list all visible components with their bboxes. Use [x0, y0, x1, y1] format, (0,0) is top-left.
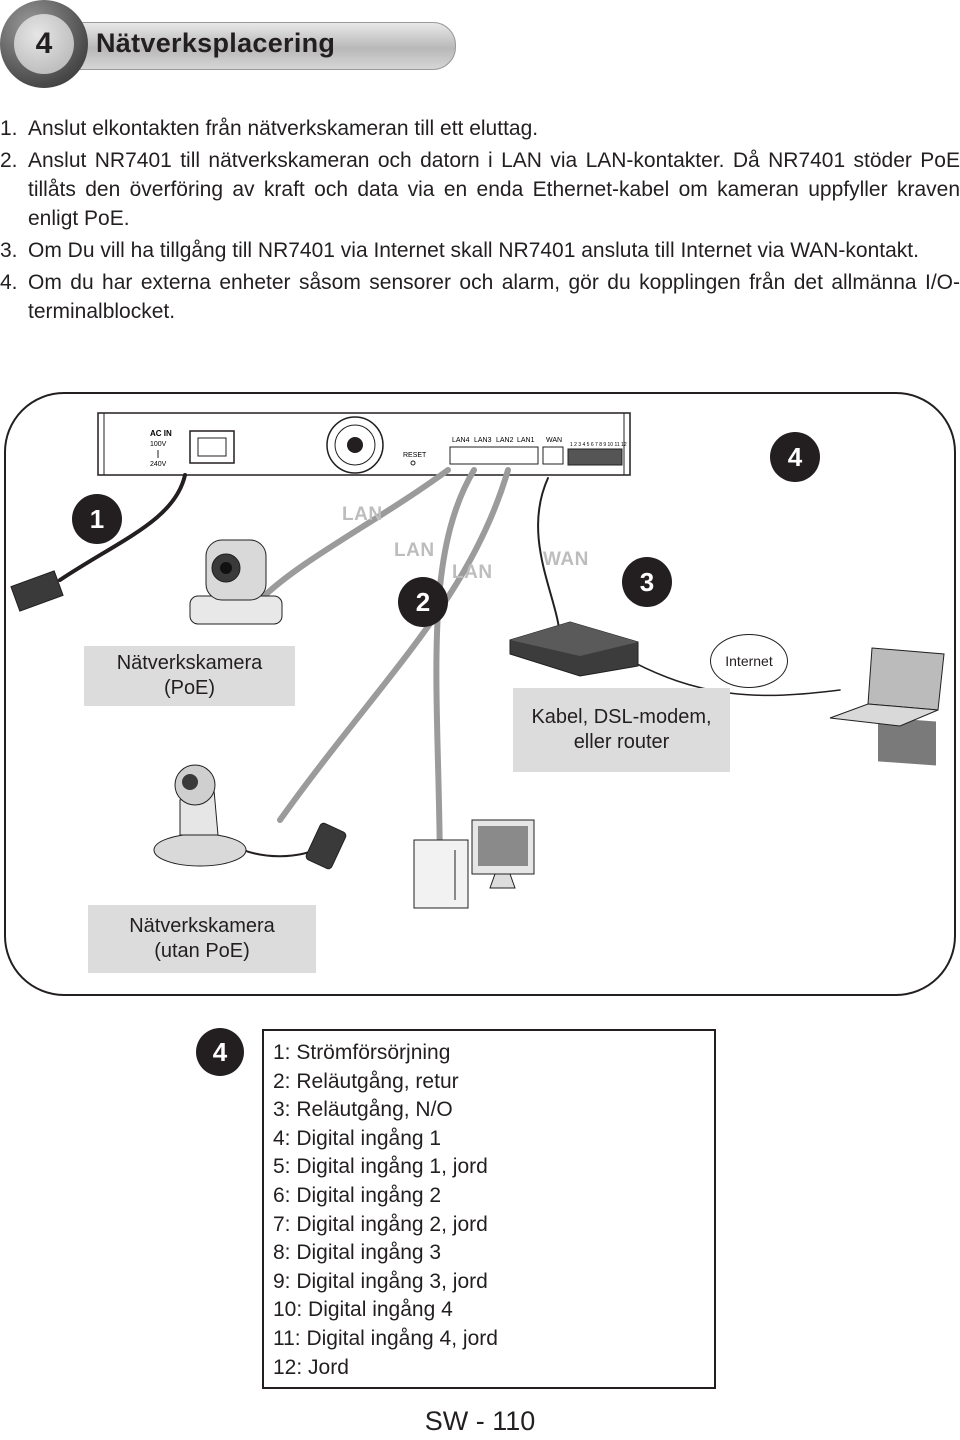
- laptop-icon: [829, 647, 945, 766]
- v100-label: 100V: [150, 441, 167, 448]
- io-terminal-legend: 1: Strömförsörjning 2: Reläutgång, retur…: [262, 1029, 716, 1389]
- ac-in-label: AC IN: [150, 429, 172, 438]
- lan2-label: LAN2: [496, 437, 514, 444]
- step-number: 1.: [0, 117, 18, 140]
- step-number: 2.: [0, 149, 18, 172]
- label-camera-no-poe: Nätverkskamera (utan PoE): [88, 905, 316, 973]
- lan4-label: LAN4: [452, 437, 470, 444]
- modem-router-icon: [509, 621, 639, 677]
- callout-4: 4: [770, 432, 820, 482]
- lan-ports: [449, 446, 539, 465]
- lan-cable-camera2: [277, 467, 511, 823]
- legend-item: 10: Digital ingång 4: [273, 1298, 453, 1322]
- internet-cable: [619, 654, 841, 697]
- label-line: (utan PoE): [154, 940, 250, 962]
- header-bar: [40, 22, 456, 70]
- legend-item: 3: Reläutgång, N/O: [273, 1098, 453, 1122]
- label-modem: Kabel, DSL-modem, eller router: [513, 688, 730, 772]
- legend-item: 9: Digital ingång 3, jord: [273, 1269, 488, 1293]
- poe-camera-icon: [189, 539, 283, 625]
- power-adapter-icon: [305, 822, 347, 870]
- non-poe-camera-icon: [153, 764, 247, 867]
- legend-item: 8: Digital ingång 3: [273, 1241, 442, 1265]
- label-camera-poe: Nätverkskamera (PoE): [84, 646, 295, 706]
- legend-item: 4: Digital ingång 1: [273, 1126, 442, 1150]
- page-number: SW - 110: [424, 1406, 536, 1436]
- section-header: 4 Nätverksplacering: [0, 0, 460, 90]
- nvr-rear-panel: AC IN 100V 240V RESET LAN4 LAN3 LAN2 LAN…: [97, 412, 631, 476]
- page-title: Nätverksplacering: [96, 28, 336, 58]
- lan1-label: LAN1: [517, 437, 535, 444]
- wan-cable: [537, 477, 561, 641]
- terminal-numbers: 1 2 3 4 5 6 7 8 9 10 11 12: [570, 442, 627, 448]
- cable-label-lan: LAN: [394, 540, 435, 561]
- legend-item: 7: Digital ingång 2, jord: [273, 1212, 488, 1236]
- lan-cable-pc: [433, 467, 477, 883]
- legend-item: 1: Strömförsörjning: [273, 1041, 451, 1064]
- desktop-pc-icon: [413, 819, 535, 909]
- label-line: Nätverkskamera: [129, 915, 275, 937]
- step-1: 1. Anslut elkontakten från nätverkskamera…: [0, 114, 960, 143]
- legend-item: 11: Digital ingång 4, jord: [273, 1326, 498, 1350]
- step-4: 4. Om du har externa enheter såsom sensor…: [0, 268, 960, 326]
- cable-label-lan: LAN: [452, 562, 493, 583]
- reset-label: RESET: [403, 452, 427, 459]
- legend-item: 2: Reläutgång, retur: [273, 1069, 459, 1093]
- step-text: Anslut elkontakten från nätverkskameran …: [28, 117, 539, 140]
- step-3: 3. Om Du vill ha tillgång till NR7401 via…: [0, 236, 960, 265]
- step-2: 2. Anslut NR7401 till nätverkskameran och…: [0, 146, 960, 233]
- network-diagram: AC IN 100V 240V RESET LAN4 LAN3 LAN2 LAN…: [10, 412, 945, 909]
- instruction-steps: 1. Anslut elkontakten från nätverkskamera…: [0, 114, 960, 329]
- section-number-disc: 4: [0, 0, 88, 88]
- callout-3: 3: [622, 557, 672, 607]
- lan-cable-camera: [257, 467, 451, 603]
- label-line: eller router: [573, 731, 670, 753]
- step-number: 4.: [0, 271, 18, 294]
- lan3-label: LAN3: [474, 437, 492, 444]
- power-plug-icon: [10, 570, 64, 612]
- step-text: Anslut NR7401 till nätverkskameran och d…: [28, 149, 960, 230]
- legend-item: 12: Jord: [273, 1355, 349, 1379]
- cable-label-wan: WAN: [543, 549, 589, 570]
- callout-2: 2: [398, 577, 448, 627]
- internet-cloud: Internet: [710, 634, 788, 688]
- io-terminal-block: [567, 448, 623, 466]
- v240-label: 240V: [150, 461, 167, 468]
- cable-label-lan: LAN: [342, 504, 383, 525]
- step-text: Om Du vill ha tillgång till NR7401 via I…: [28, 239, 919, 262]
- label-line: Kabel, DSL-modem,: [531, 706, 712, 728]
- step-number: 3.: [0, 239, 18, 262]
- power-socket-icon: [189, 430, 235, 464]
- wan-port: [542, 446, 564, 465]
- legend-item: 5: Digital ingång 1, jord: [273, 1155, 488, 1179]
- network-diagram-frame: [4, 392, 956, 996]
- cables: [10, 467, 841, 883]
- label-line: (PoE): [163, 677, 216, 699]
- legend-item: 6: Digital ingång 2: [273, 1183, 442, 1207]
- callout-1: 1: [72, 494, 122, 544]
- section-number: 4: [14, 14, 74, 74]
- legend-badge: 4: [196, 1028, 244, 1076]
- step-text: Om du har externa enheter såsom sensorer…: [28, 271, 960, 323]
- wan-label: WAN: [546, 437, 562, 444]
- power-cable: [58, 473, 187, 582]
- label-line: Nätverkskamera: [116, 652, 263, 674]
